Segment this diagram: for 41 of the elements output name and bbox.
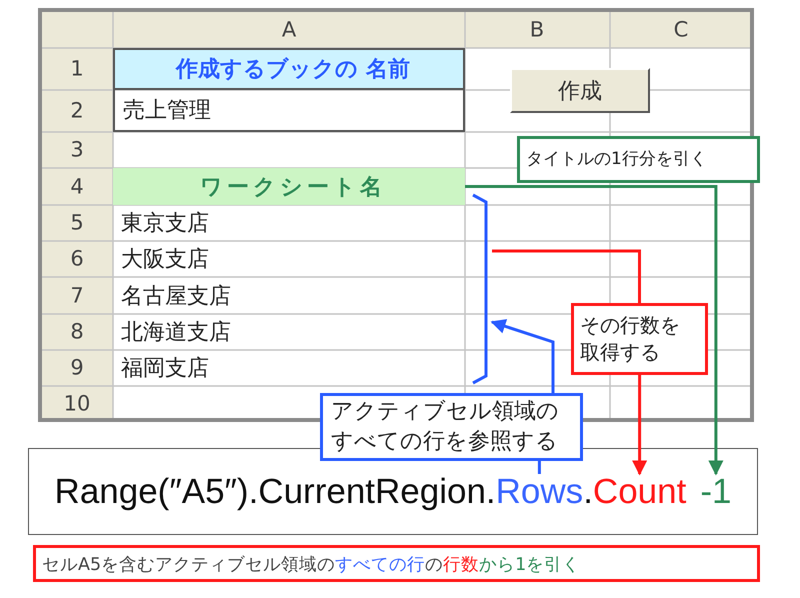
code-text: -1: [700, 474, 732, 509]
row-number: 6: [70, 248, 84, 270]
spreadsheet-cell: 北海道支店: [113, 314, 465, 350]
row-number: 1: [70, 58, 84, 80]
column-header: A: [282, 20, 296, 40]
row-number: 2: [70, 100, 84, 122]
spreadsheet-cell: 大阪支店: [113, 241, 465, 277]
spreadsheet-cell: 名古屋支店: [113, 277, 465, 314]
callout-box: アクティブセル領域のすべての行を参照する: [320, 393, 583, 461]
row-number: 9: [70, 358, 84, 378]
caption-text: から1を引く: [479, 554, 580, 576]
header-cell: ワークシート名: [113, 168, 465, 205]
arrow: [632, 375, 648, 476]
arrow: [490, 319, 554, 393]
code-text: Rows: [496, 474, 584, 509]
header-cell: 作成するブックの 名前: [113, 48, 465, 90]
caption-text: の: [425, 554, 444, 576]
code-text: Range(″A5″).CurrentRegion.: [54, 474, 496, 509]
row-number: 8: [70, 322, 84, 342]
create-button: 作成: [510, 68, 650, 113]
column-header: B: [530, 20, 544, 40]
code-text: Count: [592, 474, 686, 509]
spreadsheet-cell: 東京支店: [113, 205, 465, 241]
input-cell: 売上管理: [113, 90, 465, 132]
caption-text: すべての行: [335, 554, 426, 576]
callout-box: タイトルの1行分を引く: [517, 136, 760, 183]
row-number: 7: [70, 286, 84, 306]
column-header: C: [674, 20, 688, 40]
connector-line: [492, 250, 641, 303]
caption-text: 行数: [443, 554, 480, 576]
spreadsheet-cell: 福岡支店: [113, 350, 465, 386]
callout-box: その行数を取得する: [571, 303, 708, 375]
code-text: .: [583, 474, 593, 509]
row-number: 5: [70, 212, 84, 234]
row-number: 4: [70, 176, 84, 198]
row-number: 3: [70, 140, 84, 160]
caption-box: [33, 545, 760, 582]
connector-line: [538, 461, 541, 474]
caption-text: セルA5を含むアクティブセル領域の: [42, 554, 336, 576]
arrow: [465, 185, 724, 476]
row-number: 10: [64, 394, 90, 414]
